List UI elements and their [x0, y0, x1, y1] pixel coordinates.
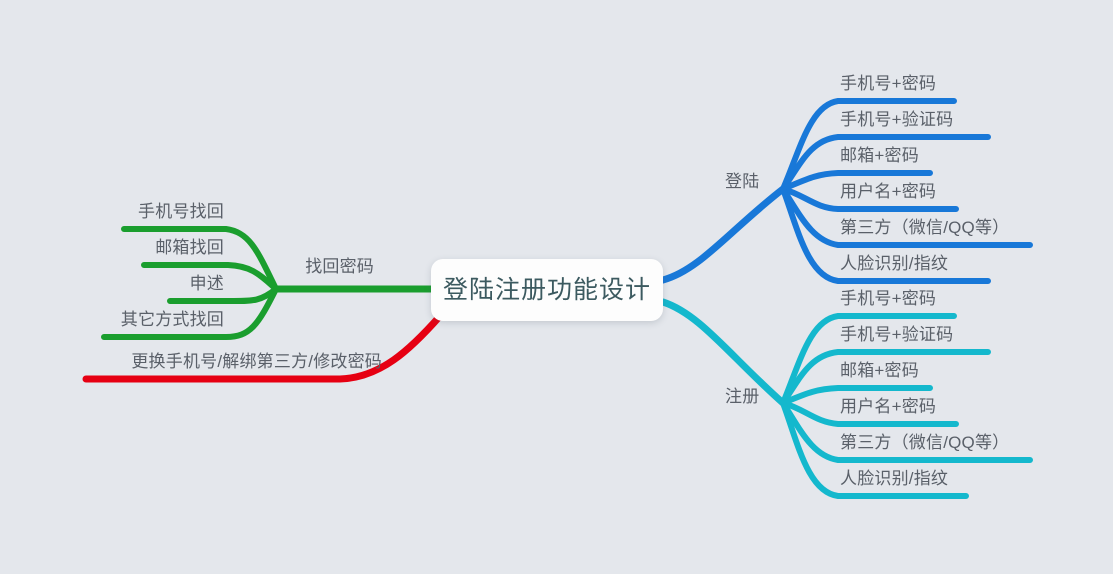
recover-child-label-2[interactable]: 申述	[189, 274, 224, 293]
connector-login-child-2	[780, 170, 933, 192]
center-node-title: 登陆注册功能设计	[442, 275, 651, 304]
connector-login-child-1	[780, 134, 991, 192]
connector-recover-child-0	[121, 226, 279, 292]
login-child-label-3[interactable]: 用户名+密码	[840, 182, 937, 201]
connector-login-child-3	[780, 186, 959, 212]
branch-label-register[interactable]: 注册	[725, 387, 760, 406]
connector-register-trunk	[659, 298, 787, 407]
connector-register-child-0	[780, 313, 957, 406]
register-child-label-1[interactable]: 手机号+验证码	[840, 325, 954, 344]
branch-label-recover[interactable]: 找回密码	[305, 257, 374, 276]
login-child-label-1[interactable]: 手机号+验证码	[840, 110, 954, 129]
connector-recover-child-3	[101, 286, 279, 340]
center-node[interactable]: 登陆注册功能设计	[431, 259, 663, 321]
connector-recover-child-1	[141, 262, 279, 292]
login-child-label-0[interactable]: 手机号+密码	[840, 74, 937, 93]
login-child-label-4[interactable]: 第三方（微信/QQ等）	[840, 218, 1010, 237]
login-child-label-2[interactable]: 邮箱+密码	[840, 146, 919, 165]
recover-child-label-1[interactable]: 邮箱找回	[155, 238, 224, 257]
register-child-label-2[interactable]: 邮箱+密码	[840, 361, 919, 380]
register-child-label-0[interactable]: 手机号+密码	[840, 289, 937, 308]
connector-login-child-0	[780, 98, 957, 192]
connector-register-child-5	[780, 400, 969, 499]
recover-child-label-0[interactable]: 手机号找回	[138, 202, 224, 221]
connector-register-child-2	[780, 385, 933, 406]
connector-register-child-1	[780, 349, 991, 406]
connector-login-trunk	[659, 185, 787, 284]
connector-register-child-3	[780, 400, 959, 427]
login-child-label-5[interactable]: 人脸识别/指纹	[840, 254, 949, 273]
branch-label-login[interactable]: 登陆	[725, 172, 760, 191]
connector-login-child-5	[780, 186, 991, 284]
register-child-label-5[interactable]: 人脸识别/指纹	[840, 469, 949, 488]
register-child-label-4[interactable]: 第三方（微信/QQ等）	[840, 433, 1010, 452]
branch-label-manage[interactable]: 更换手机号/解绑第三方/修改密码	[131, 352, 382, 371]
register-child-label-3[interactable]: 用户名+密码	[840, 397, 937, 416]
recover-child-label-3[interactable]: 其它方式找回	[120, 310, 224, 329]
connector-manage-branch	[82, 312, 444, 383]
